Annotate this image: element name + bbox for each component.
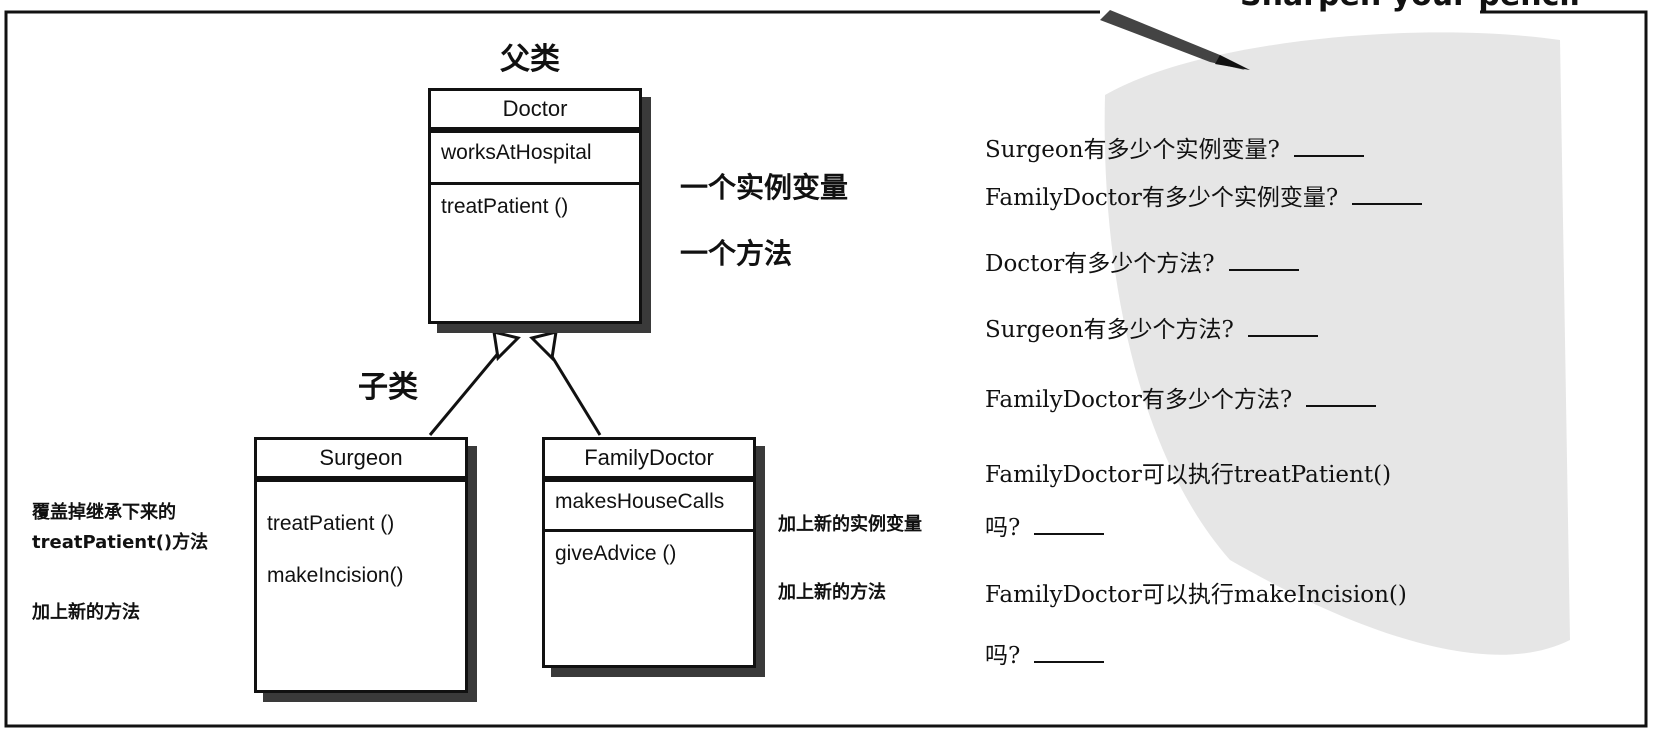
override-note: 覆盖掉继承下来的 treatPatient()方法 [32, 498, 208, 558]
question-4: Surgeon有多少个方法? [985, 310, 1318, 344]
question-7: FamilyDoctor可以执行makeIncision() [985, 575, 1407, 609]
subclass-label: 子类 [358, 370, 418, 405]
surgeon-method-1: makeIncision() [267, 564, 404, 587]
question-7-text: FamilyDoctor可以执行makeIncision() [985, 582, 1407, 608]
answer-blank-4[interactable] [1247, 334, 1318, 337]
family-doctor-class-box: FamilyDoctor makesHouseCalls giveAdvice … [542, 437, 756, 668]
question-2-text: FamilyDoctor有多少个实例变量? [985, 185, 1339, 211]
surgeon-method-0: treatPatient () [267, 512, 395, 535]
add-method-note-left: 加上新的方法 [32, 602, 140, 623]
one-instance-var-label: 一个实例变量 [680, 171, 849, 204]
doctor-fields: worksAtHospital [431, 133, 639, 185]
family-doctor-fields: makesHouseCalls [545, 482, 753, 532]
question-6-text: FamilyDoctor可以执行treatPatient() [985, 462, 1392, 488]
add-instance-var-note: 加上新的实例变量 [778, 514, 922, 535]
question-2: FamilyDoctor有多少个实例变量? [985, 178, 1423, 212]
question-7-cont: 吗? [985, 636, 1105, 670]
superclass-label: 父类 [500, 42, 560, 77]
answer-blank-2[interactable] [1352, 202, 1423, 205]
family-doctor-method-0: giveAdvice () [555, 542, 677, 565]
override-note-line2: treatPatient()方法 [32, 532, 209, 553]
family-doctor-methods: giveAdvice () [545, 532, 753, 604]
surgeon-class-name: Surgeon [257, 440, 465, 482]
surgeon-methods: treatPatient () makeIncision() [257, 482, 465, 626]
header-title: Sharpen your pencil [1240, 0, 1580, 13]
answer-blank-1[interactable] [1293, 154, 1364, 157]
answer-blank-5[interactable] [1306, 404, 1377, 407]
question-3: Doctor有多少个方法? [985, 244, 1299, 278]
question-5: FamilyDoctor有多少个方法? [985, 380, 1377, 414]
header-cutout [1100, 0, 1480, 18]
doctor-field-0: worksAtHospital [441, 141, 592, 164]
doctor-class-box: Doctor worksAtHospital treatPatient () [428, 88, 642, 324]
connector-surgeon [428, 344, 507, 436]
surgeon-class-box: Surgeon treatPatient () makeIncision() [254, 437, 468, 693]
family-doctor-field-0: makesHouseCalls [555, 490, 725, 513]
question-5-text: FamilyDoctor有多少个方法? [985, 387, 1293, 413]
question-6: FamilyDoctor可以执行treatPatient() [985, 455, 1391, 489]
doctor-method-0: treatPatient () [441, 195, 569, 218]
answer-blank-6[interactable] [1034, 532, 1105, 535]
doctor-class-name: Doctor [431, 91, 639, 133]
outer-frame [4, 10, 1648, 728]
add-method-note-right: 加上新的方法 [778, 582, 886, 603]
question-3-text: Doctor有多少个方法? [985, 251, 1215, 277]
pencil-icon [1100, 10, 1250, 70]
arrowhead-surgeon [492, 329, 521, 362]
arrowhead-family-doctor [529, 329, 558, 362]
question-1-text: Surgeon有多少个实例变量? [985, 137, 1280, 163]
override-note-line1: 覆盖掉继承下来的 [32, 502, 176, 523]
watermark-shape [1104, 32, 1570, 655]
answer-blank-7[interactable] [1034, 660, 1105, 663]
question-6-cont: 吗? [985, 508, 1105, 542]
question-6-suffix: 吗? [985, 515, 1021, 541]
family-doctor-class-name: FamilyDoctor [545, 440, 753, 482]
question-7-suffix: 吗? [985, 643, 1021, 669]
question-1: Surgeon有多少个实例变量? [985, 130, 1364, 164]
connector-family-doctor [543, 344, 602, 436]
answer-blank-3[interactable] [1228, 268, 1299, 271]
one-method-label: 一个方法 [680, 237, 793, 270]
question-4-text: Surgeon有多少个方法? [985, 317, 1234, 343]
doctor-methods: treatPatient () [431, 185, 639, 257]
